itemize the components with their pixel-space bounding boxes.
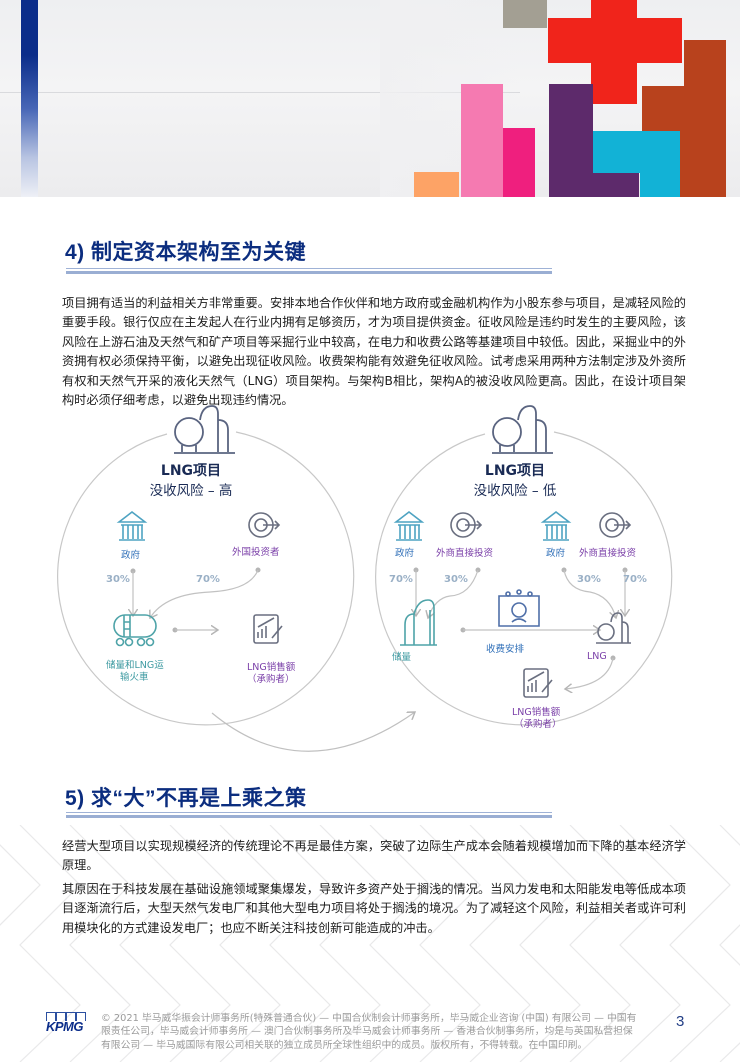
puzzle-block [503,128,535,197]
right-sales-label-2: （承购者） [514,719,562,730]
investment-target-icon [450,512,483,538]
right-storage-label: 储量 [392,652,412,663]
right-diagram-subtitle: 没收风险 – 低 [473,483,557,499]
left-sales-label-1: LNG销售额 [247,662,296,673]
section-5-paragraph-2: 其原因在于科技发展在基础设施领域聚集爆发，导致许多资产处于搁浅的情况。当风力发电… [62,882,686,935]
right-gov-b-percent: 30% [577,574,601,585]
right-fdi-a-label: 外商直接投资 [436,548,494,559]
kpmg-logo: KPMG [46,1012,86,1034]
left-storage-train-label-2: 输火車 [120,672,149,683]
lng-plant-icon [174,405,235,454]
lng-structure-diagram: LNG项目 没收风险 – 高 政府 外国投资者 30% 70% 储量和LNG运 … [50,400,740,770]
right-fdi-b-percent: 70% [623,574,647,585]
kpmg-logo-boxes [46,1012,86,1021]
lng-plant-small-icon [596,612,631,644]
left-storage-train-label-1: 储量和LNG运 [106,660,164,671]
left-sales-label-2: （承购者） [247,674,295,685]
bank-icon [393,510,425,541]
investment-target-icon [248,512,281,538]
left-foreign-investor-label: 外国投资者 [232,547,280,558]
bank-icon [116,510,148,541]
page-number: 3 [676,1013,685,1030]
right-sales-label-1: LNG销售额 [512,707,561,718]
sales-report-icon [253,614,283,644]
kpmg-logo-text: KPMG [46,1019,84,1034]
right-government-a-label: 政府 [395,548,415,559]
storage-tank-icon [400,599,437,646]
right-gov-a-percent: 70% [389,574,413,585]
wood-plank-line [0,92,520,93]
puzzle-block [548,18,682,63]
puzzle-block [549,172,639,197]
right-diagram-title: LNG项目 [484,463,546,479]
header-banner-image [0,0,740,197]
right-government-b-label: 政府 [546,548,566,559]
right-fdi-a-percent: 30% [444,574,468,585]
lng-rail-tanker-icon [113,614,157,647]
section-5-heading: 5) 求“大”不再是上乘之策 [65,787,307,810]
heading-rule [66,812,552,818]
left-foreign-percent: 70% [196,574,220,585]
heading-rule [66,268,552,274]
investment-target-icon [599,512,632,538]
lng-plant-icon [492,405,553,454]
section-4-paragraph: 项目拥有适当的利益相关方非常重要。安排本地合作伙伴和地方政府或金融机构作为小股东… [62,296,686,408]
left-government-label: 政府 [121,550,141,561]
accent-bar [21,0,38,197]
chevron-background-pattern [0,825,740,1062]
right-lng-label: LNG [587,651,607,662]
puzzle-block [640,131,680,197]
toll-arrangement-icon [498,589,540,627]
left-diagram-title: LNG项目 [160,463,222,479]
puzzle-block [503,0,547,28]
sales-report-icon [523,668,553,698]
section-4-heading: 4) 制定资本架构至为关键 [65,241,307,264]
right-fdi-b-label: 外商直接投资 [579,548,637,559]
diagram-lines [57,405,673,752]
copyright-notice: © 2021 毕马威华振会计师事务所(特殊普通合伙) — 中国合伙制会计师事务所… [101,1013,637,1051]
puzzle-block [461,84,503,197]
puzzle-block [414,172,459,197]
section-5-paragraph-1: 经营大型项目以实现规模经济的传统理论不再是最佳方案，突破了边际生产成本会随着规模… [62,839,686,873]
left-gov-percent: 30% [106,574,130,585]
bank-icon [540,510,572,541]
left-diagram-subtitle: 没收风险 – 高 [149,483,233,499]
right-toll-label: 收费安排 [486,644,525,655]
